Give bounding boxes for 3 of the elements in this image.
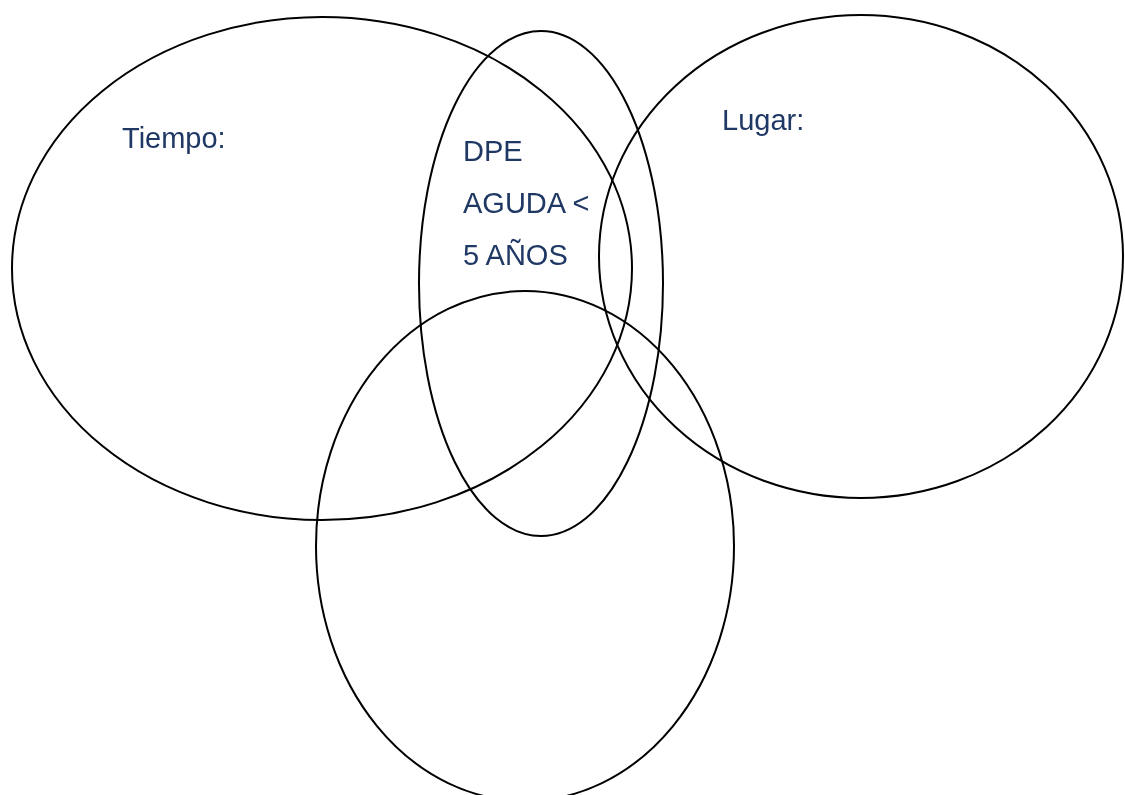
set-label: Tiempo: [122,121,227,156]
set-label: Lugar: [722,103,806,138]
set-label: DPE AGUDA < 5 AÑOS [463,134,591,273]
